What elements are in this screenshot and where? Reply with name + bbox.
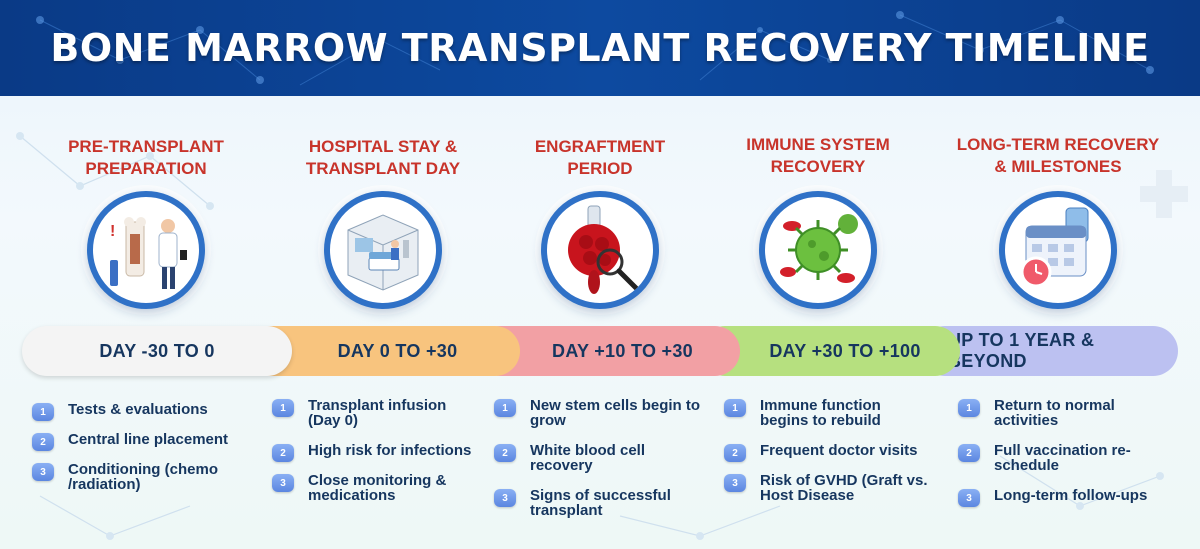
number-badge-icon: 1 xyxy=(272,399,294,417)
period-band-4: DAY +30 TO +100 xyxy=(700,326,960,376)
hospital-room-icon xyxy=(324,191,442,309)
number-badge-icon: 3 xyxy=(494,489,516,507)
number-badge-icon: 3 xyxy=(32,463,54,481)
period-band-5: UP TO 1 YEAR & BEYOND xyxy=(920,326,1178,376)
virus-icon xyxy=(759,191,877,309)
header-banner: BONE MARROW TRANSPLANT RECOVERY TIMELINE xyxy=(0,0,1200,96)
phase-pre-transplant: PRE-TRANSPLANT PREPARATION ! xyxy=(26,96,266,549)
number-badge-icon: 2 xyxy=(494,444,516,462)
svg-text:!: ! xyxy=(110,223,115,240)
period-band-3: DAY +10 TO +30 xyxy=(475,326,740,376)
number-badge-icon: 2 xyxy=(724,444,746,462)
number-badge-icon: 3 xyxy=(958,489,980,507)
number-badge-icon: 1 xyxy=(32,403,54,421)
phase-title: HOSPITAL STAY & TRANSPLANT DAY xyxy=(305,137,461,178)
calendar-clock-icon xyxy=(999,191,1117,309)
phase-title: IMMUNE SYSTEM RECOVERY xyxy=(746,135,890,176)
number-badge-icon: 2 xyxy=(958,444,980,462)
phase-title: PRE-TRANSPLANT PREPARATION xyxy=(68,137,224,178)
network-pattern-icon xyxy=(36,11,1154,86)
number-badge-icon: 1 xyxy=(958,399,980,417)
phase-long-term: LONG-TERM RECOVERY & MILESTONES xyxy=(938,96,1178,549)
number-badge-icon: 2 xyxy=(272,444,294,462)
number-badge-icon: 1 xyxy=(494,399,516,417)
number-badge-icon: 1 xyxy=(724,399,746,417)
phase-immune-recovery: IMMUNE SYSTEM RECOVERY xyxy=(698,96,938,549)
number-badge-icon: 3 xyxy=(272,474,294,492)
phase-engraftment: ENGRAFTMENT PERIOD xyxy=(480,96,720,549)
phase-title: ENGRAFTMENT PERIOD xyxy=(534,137,666,178)
blood-cell-magnifier-icon xyxy=(541,191,659,309)
phase-hospital-stay: HOSPITAL STAY & TRANSPLANT DAY xyxy=(263,96,503,549)
phase-title: LONG-TERM RECOVERY & MILESTONES xyxy=(956,135,1160,176)
number-badge-icon: 3 xyxy=(724,474,746,492)
page-title: BONE MARROW TRANSPLANT RECOVERY TIMELINE xyxy=(50,26,1150,70)
period-band-1: DAY -30 TO 0 xyxy=(22,326,292,376)
doctor-bone-icon: ! xyxy=(87,191,205,309)
number-badge-icon: 2 xyxy=(32,433,54,451)
